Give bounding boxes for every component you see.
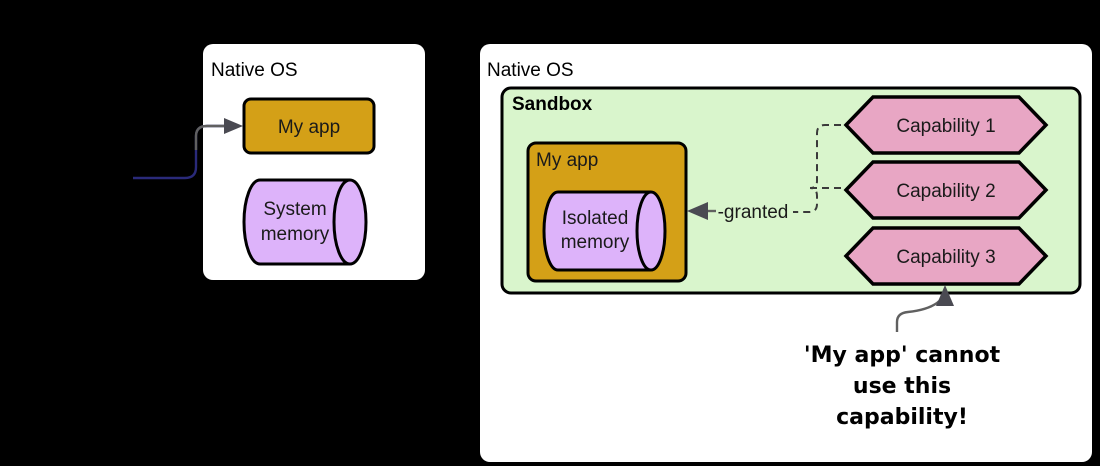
caption-block: 'My app' cannot use this capability! xyxy=(804,343,1001,430)
capability-2-label: Capability 2 xyxy=(896,181,995,202)
left-my-app-rect xyxy=(242,97,376,155)
left-my-app-label: My app xyxy=(278,117,340,138)
right-native-os-panel: Native OS Sandbox My app Isolated memory xyxy=(480,44,1092,462)
system-memory-cylinder-cap xyxy=(332,178,351,266)
incoming-connector-arrow xyxy=(133,118,243,180)
capability-1-hexagon xyxy=(843,95,1049,155)
isolated-memory-cylinder[interactable]: Isolated memory xyxy=(542,190,667,272)
capability-list: Capability 1 Capability 2 Capability 3 xyxy=(843,95,1049,286)
caption-callout-arrow-head xyxy=(936,285,954,306)
system-memory-cylinder[interactable]: System memory xyxy=(242,178,368,266)
left-my-app-box[interactable]: My app xyxy=(242,97,376,155)
sandbox-container: Sandbox My app Isolated memory xyxy=(500,86,1082,295)
capability-3-hexagon xyxy=(843,226,1049,286)
granted-dashed-trunk xyxy=(793,124,841,213)
left-panel-os-label: Native OS xyxy=(211,60,298,81)
capability-item-1[interactable]: Capability 1 xyxy=(843,95,1049,155)
capability-3-label: Capability 3 xyxy=(896,247,995,268)
system-memory-label-line2: memory xyxy=(261,224,330,245)
system-memory-label-line1: System xyxy=(263,199,326,220)
sandboxed-my-app-label: My app xyxy=(536,150,598,171)
left-native-os-panel: Native OS My app System memory xyxy=(133,44,425,280)
capability-item-3[interactable]: Capability 3 xyxy=(843,226,1049,286)
isolated-memory-label-line1: Isolated xyxy=(562,208,629,229)
granted-edge: -granted xyxy=(687,202,788,223)
granted-arrow-head xyxy=(687,202,708,220)
right-panel-os-label: Native OS xyxy=(487,60,574,81)
sandbox-label: Sandbox xyxy=(512,94,593,115)
caption-line-3: capability! xyxy=(836,405,968,430)
caption-callout-arrow xyxy=(895,285,954,332)
isolated-memory-label-line2: memory xyxy=(561,232,630,253)
capability-1-label: Capability 1 xyxy=(896,116,995,137)
incoming-arrow-head xyxy=(224,118,243,134)
capability-item-2[interactable]: Capability 2 xyxy=(843,160,1049,220)
caption-line-1: 'My app' cannot xyxy=(804,343,1001,368)
isolated-memory-cylinder-cap xyxy=(635,190,652,272)
capability-2-hexagon xyxy=(843,160,1049,220)
granted-edge-label: -granted xyxy=(718,202,789,223)
incoming-connector-line-gray xyxy=(194,124,228,150)
caption-line-2: use this xyxy=(853,374,951,399)
sandboxed-my-app-box[interactable]: My app Isolated memory xyxy=(526,141,688,283)
capability-grant-connectors xyxy=(793,124,841,213)
